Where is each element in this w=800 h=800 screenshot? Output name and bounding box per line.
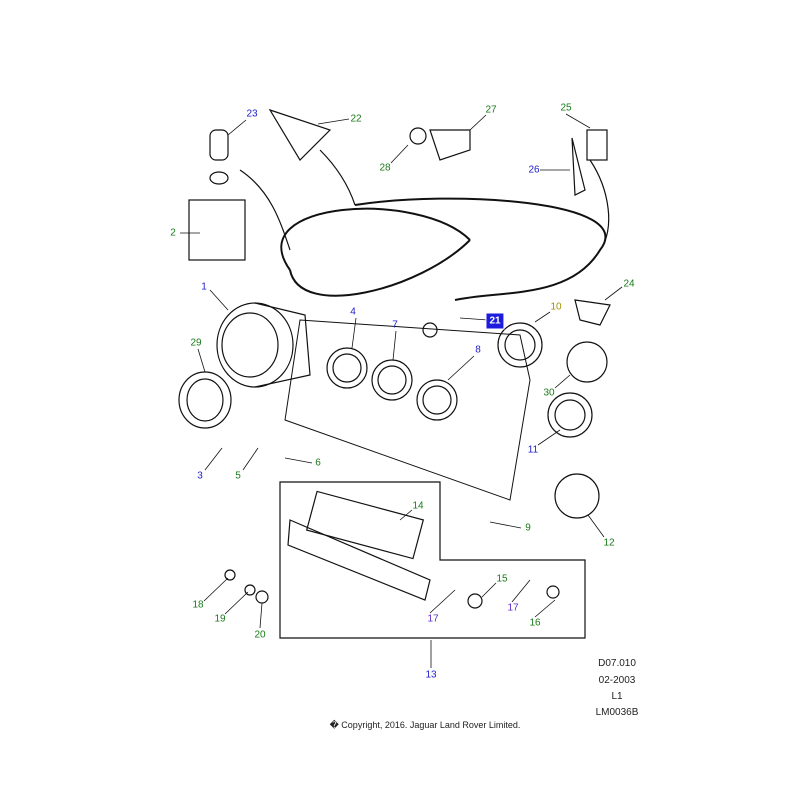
callout-11[interactable]: 11 xyxy=(527,444,539,456)
gauge-speedometer xyxy=(216,302,311,388)
diagram-level: L1 xyxy=(611,691,623,702)
callout-12[interactable]: 12 xyxy=(603,537,615,549)
callout-5[interactable]: 5 xyxy=(235,470,241,482)
callout-21-highlighted[interactable]: 21 xyxy=(485,312,505,330)
callout-1[interactable]: 1 xyxy=(201,281,207,293)
callout-15[interactable]: 15 xyxy=(496,573,508,585)
small-parts xyxy=(209,108,611,609)
callout-27[interactable]: 27 xyxy=(485,104,497,116)
callout-6[interactable]: 6 xyxy=(315,457,321,469)
diagram-date: 02-2003 xyxy=(598,675,636,686)
gauges-small xyxy=(326,322,593,438)
callout-19[interactable]: 19 xyxy=(214,613,226,625)
callout-22[interactable]: 22 xyxy=(350,113,362,125)
callout-20[interactable]: 20 xyxy=(254,629,266,641)
callout-23[interactable]: 23 xyxy=(246,108,258,120)
callout-30[interactable]: 30 xyxy=(543,387,555,399)
instrument-panel xyxy=(284,319,531,501)
callout-25[interactable]: 25 xyxy=(560,102,572,114)
callout-28[interactable]: 28 xyxy=(379,162,391,174)
callout-3[interactable]: 3 xyxy=(197,470,203,482)
bulb-inset-box xyxy=(188,199,246,261)
callout-10[interactable]: 10 xyxy=(550,301,562,313)
callout-2[interactable]: 2 xyxy=(170,227,176,239)
callout-17[interactable]: 17 xyxy=(507,602,519,614)
speedometer-cable xyxy=(280,197,607,301)
callout-7[interactable]: 7 xyxy=(392,319,398,331)
callout-17[interactable]: 17 xyxy=(427,613,439,625)
callout-29[interactable]: 29 xyxy=(190,337,202,349)
bezels xyxy=(178,341,608,519)
leader-lines xyxy=(180,113,623,668)
switch-panel-box xyxy=(279,481,586,639)
diagram-code: LM0036B xyxy=(595,707,639,718)
callout-14[interactable]: 14 xyxy=(412,500,424,512)
callout-9[interactable]: 9 xyxy=(525,522,531,534)
callout-8[interactable]: 8 xyxy=(475,344,481,356)
callout-26[interactable]: 26 xyxy=(528,164,540,176)
callout-24[interactable]: 24 xyxy=(623,278,635,290)
copyright-text: � Copyright, 2016. Jaguar Land Rover Lim… xyxy=(329,720,521,730)
diagram-ref: D07.010 xyxy=(598,658,636,669)
callout-18[interactable]: 18 xyxy=(192,599,204,611)
callout-4[interactable]: 4 xyxy=(350,306,356,318)
callout-16[interactable]: 16 xyxy=(529,617,541,629)
callout-13[interactable]: 13 xyxy=(425,669,437,681)
